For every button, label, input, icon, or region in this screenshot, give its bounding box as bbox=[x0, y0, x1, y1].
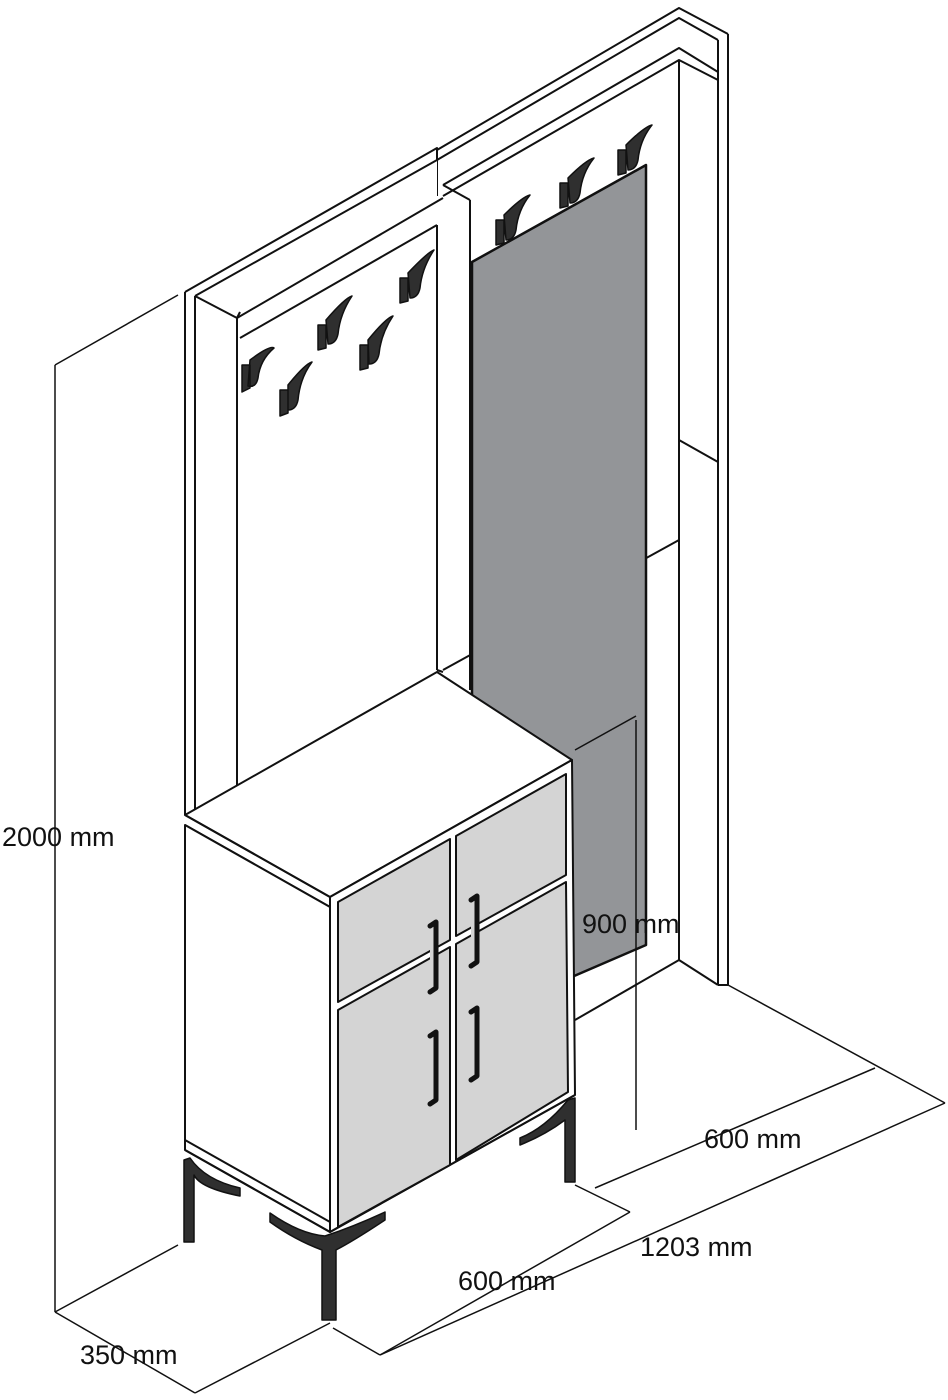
hook-3 bbox=[317, 295, 353, 351]
cabinet-doors bbox=[337, 773, 569, 1228]
door-top-left bbox=[337, 838, 451, 1003]
coat-hooks bbox=[241, 124, 653, 417]
depth-dimension-line bbox=[194, 1322, 331, 1394]
total-width-label: 1203 mm bbox=[640, 1232, 753, 1262]
depth-label: 350 mm bbox=[80, 1340, 178, 1370]
handle-4 bbox=[468, 1005, 480, 1083]
mirror-width-label: 600 mm bbox=[704, 1124, 802, 1154]
hook-6 bbox=[495, 194, 531, 246]
leg-back-right bbox=[519, 1097, 576, 1183]
door-top-right bbox=[455, 773, 567, 937]
door-bottom-left bbox=[337, 946, 451, 1228]
leg-front bbox=[269, 1211, 386, 1321]
mirror-height-label: 900 mm bbox=[582, 909, 680, 939]
handle-2 bbox=[468, 893, 480, 969]
total-width-dimension-line bbox=[379, 1102, 946, 1356]
hook-1 bbox=[241, 346, 275, 393]
cabinet-width-label: 600 mm bbox=[458, 1266, 556, 1296]
cabinet-width-dimension-line bbox=[379, 1211, 631, 1356]
hook-7 bbox=[559, 157, 595, 209]
handle-3 bbox=[427, 1029, 439, 1107]
door-handles bbox=[427, 893, 480, 1107]
hook-5 bbox=[399, 249, 435, 304]
hook-2 bbox=[279, 361, 313, 417]
leg-front-left bbox=[183, 1157, 241, 1243]
height-label: 2000 mm bbox=[2, 822, 115, 852]
left-panel-unit bbox=[184, 147, 444, 840]
cabinet-legs bbox=[183, 1097, 576, 1321]
door-bottom-right bbox=[455, 881, 569, 1161]
hook-4 bbox=[359, 315, 394, 371]
mirror-width-dimension-line bbox=[594, 1067, 876, 1189]
hook-8 bbox=[617, 124, 653, 176]
dimension-lines bbox=[54, 294, 946, 1394]
handle-1 bbox=[427, 919, 439, 995]
